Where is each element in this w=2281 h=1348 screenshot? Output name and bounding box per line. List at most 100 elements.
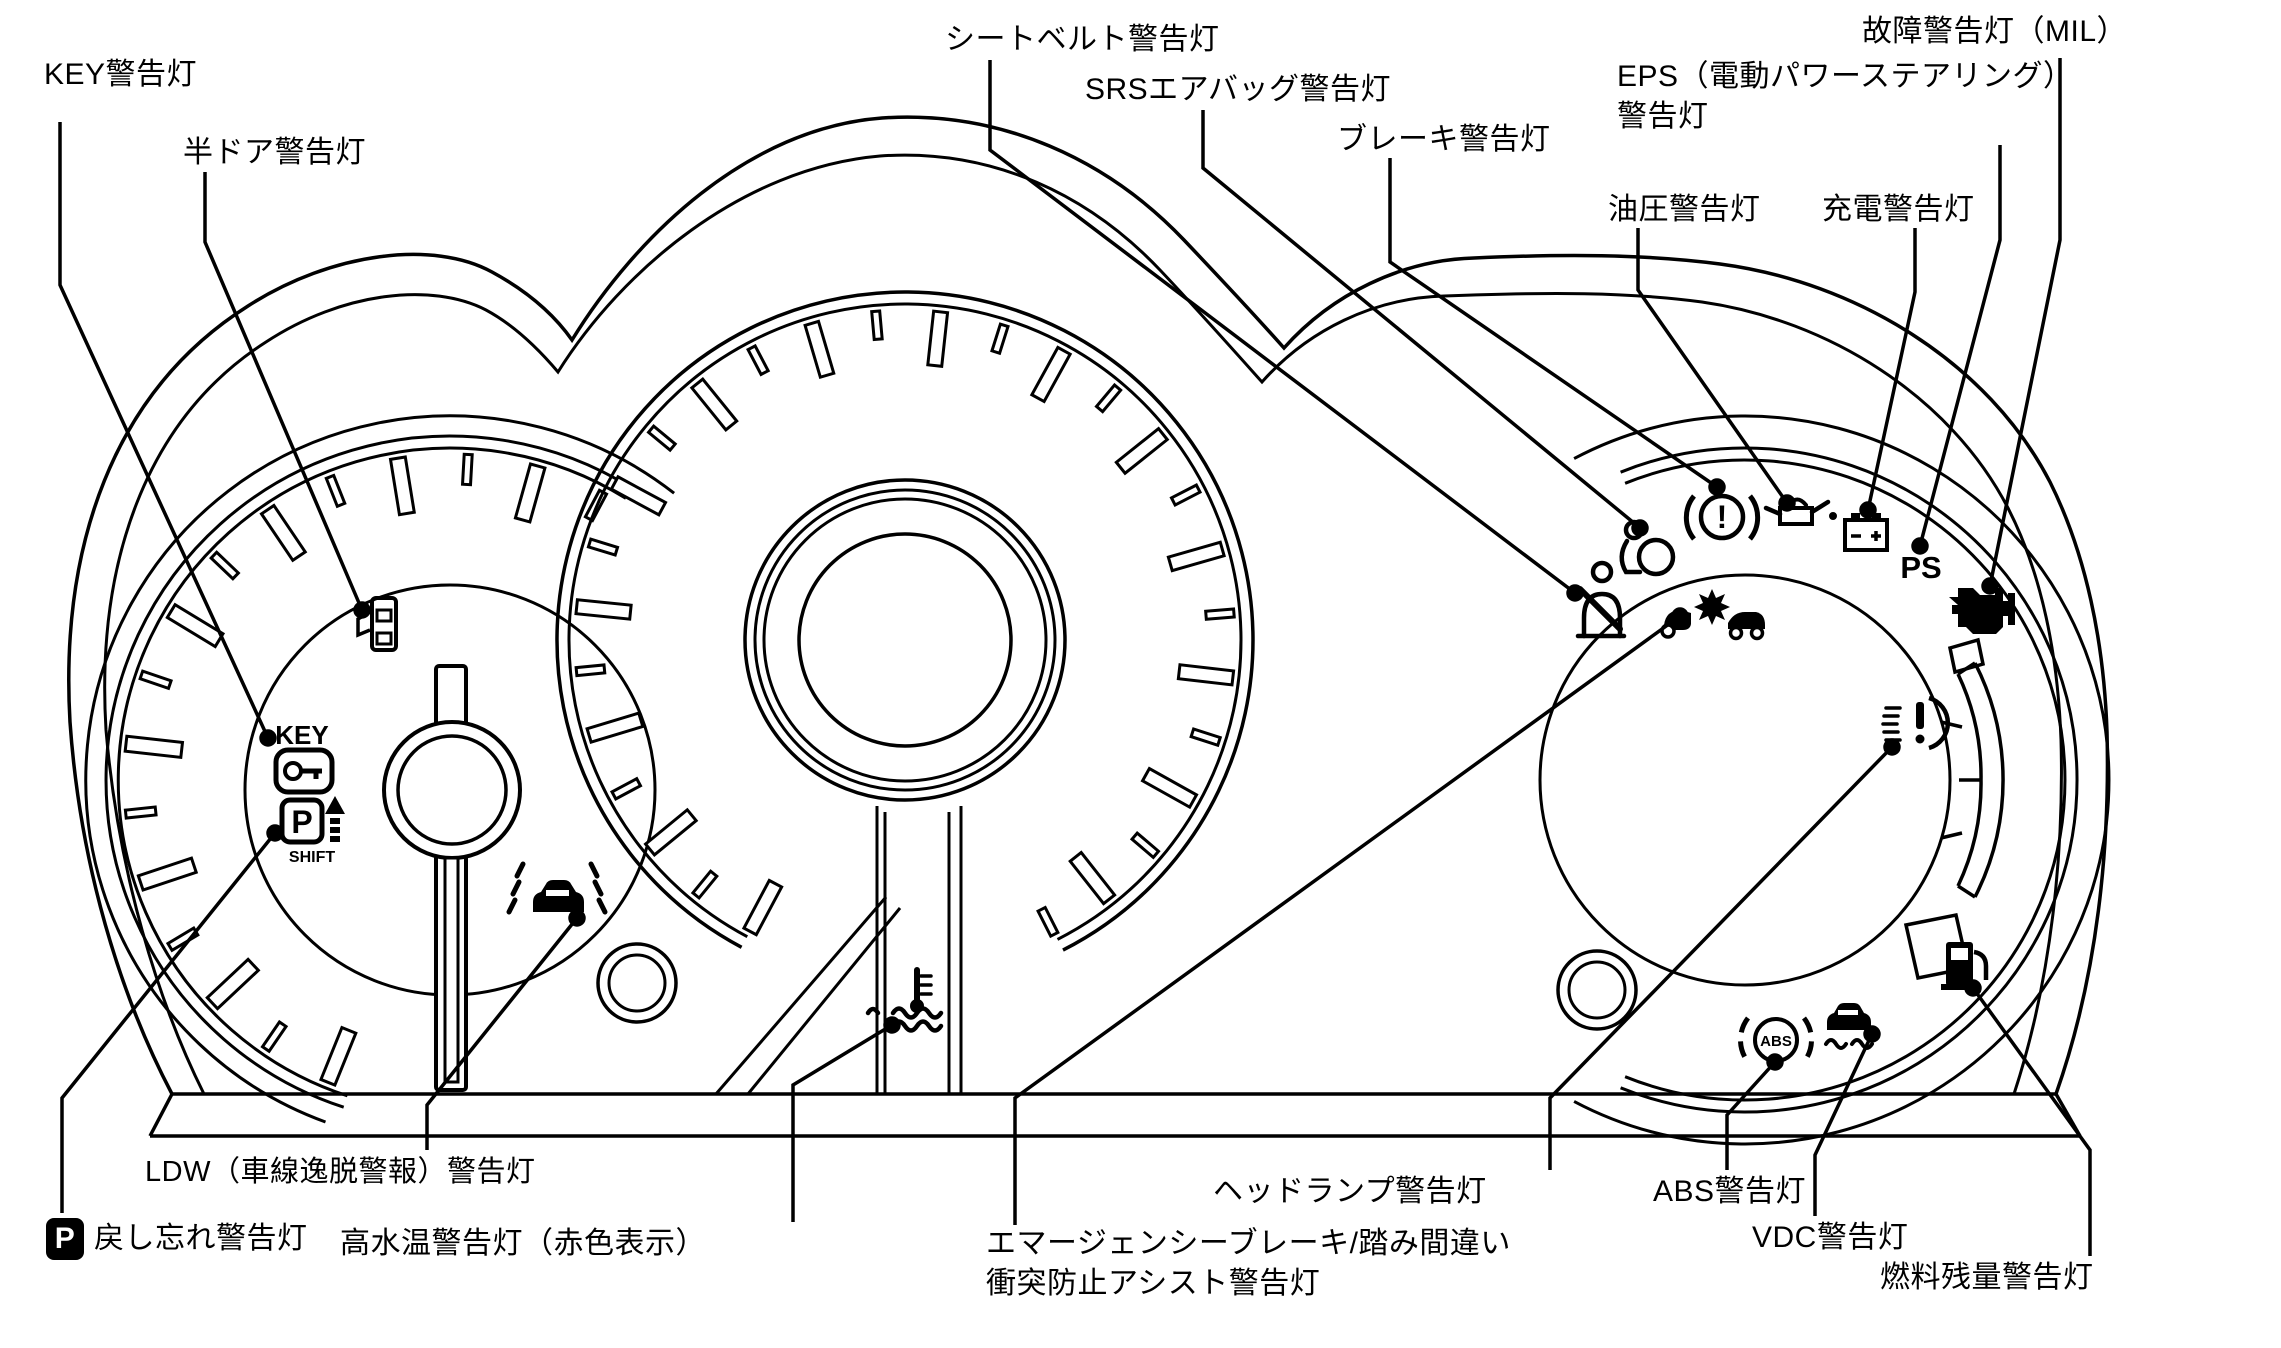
brake-warning-icon: ! bbox=[1683, 493, 1761, 541]
right-dial-circle bbox=[1538, 573, 1952, 987]
gauge-tick bbox=[260, 1019, 289, 1054]
gauge-arc bbox=[1620, 446, 2079, 1114]
fuel-scale bbox=[1903, 637, 2005, 981]
label-emergency-line1: エマージェンシーブレーキ/踏み間違い bbox=[986, 1227, 1511, 1260]
leader-emergency-dot bbox=[1671, 607, 1689, 625]
seat-belt-icon bbox=[1575, 560, 1627, 639]
cowl-diagonal-2 bbox=[714, 896, 888, 1095]
label-p-return-text: 戻し忘れ警告灯 bbox=[94, 1222, 308, 1255]
leader-eps-dot bbox=[1911, 537, 1929, 555]
cowl-diagonal-1 bbox=[746, 907, 902, 1095]
leader-headlamp-dot bbox=[1883, 738, 1901, 756]
abs-icon-label: ABS bbox=[1760, 1033, 1792, 1050]
gauge-tick bbox=[646, 424, 678, 453]
label-abs: ABS警告灯 bbox=[1653, 1175, 1807, 1208]
gauge-tick bbox=[1114, 426, 1170, 476]
high-temp-icon bbox=[865, 967, 944, 1033]
leader-fuel bbox=[1971, 986, 2092, 1256]
leader-seat-belt bbox=[988, 60, 1577, 595]
gauge-tick bbox=[585, 711, 645, 744]
leader-charge-dot bbox=[1859, 501, 1877, 519]
label-vdc: VDC警告灯 bbox=[1752, 1221, 1909, 1254]
left-needle-hub-inner bbox=[396, 734, 508, 846]
oil-pressure-icon bbox=[1763, 497, 1837, 526]
gauge-tick bbox=[574, 598, 633, 621]
label-oil-pressure: 油圧警告灯 bbox=[1608, 193, 1761, 226]
label-headlamp: ヘッドランプ警告灯 bbox=[1213, 1175, 1487, 1208]
label-key-warning: KEY警告灯 bbox=[44, 58, 198, 91]
headlamp-warning-icon bbox=[1881, 695, 1951, 751]
left-gauge-ring bbox=[84, 414, 676, 1124]
gauge-tick bbox=[609, 474, 668, 517]
leader-brake bbox=[1388, 158, 1718, 489]
gauge-tick bbox=[324, 473, 347, 509]
gauge-tick bbox=[990, 322, 1010, 356]
leader-brake-dot bbox=[1708, 478, 1726, 496]
label-seat-belt: シートベルト警告灯 bbox=[945, 23, 1220, 56]
leader-p-return bbox=[60, 831, 277, 1213]
leader-abs bbox=[1725, 1060, 1777, 1170]
brake-exclamation: ! bbox=[1717, 499, 1728, 535]
ldw-icon bbox=[506, 861, 608, 915]
leader-ldw-dot bbox=[568, 909, 586, 927]
right-knob bbox=[1556, 949, 1638, 1031]
gauge-tick bbox=[1189, 727, 1223, 748]
gauge-tick bbox=[205, 957, 261, 1011]
gauge-arc bbox=[1573, 414, 2111, 1146]
cluster-shell bbox=[67, 115, 2110, 1138]
speedo-ring bbox=[555, 290, 1255, 952]
gauge-tick bbox=[926, 309, 950, 368]
leader-oil-dot bbox=[1778, 494, 1796, 512]
gauge-arc bbox=[84, 414, 676, 1124]
left-needle-lower bbox=[443, 856, 460, 1084]
label-brake: ブレーキ警告灯 bbox=[1337, 123, 1551, 156]
label-emergency-line2: 衝突防止アシスト警告灯 bbox=[986, 1267, 1321, 1300]
gauge-tick bbox=[1129, 830, 1161, 860]
gauge-tick bbox=[1166, 540, 1226, 573]
shell-bottom-band-left-edge bbox=[148, 1093, 174, 1137]
leader-fuel-dot bbox=[1964, 979, 1982, 997]
label-eps-line2: 警告灯 bbox=[1617, 100, 1709, 133]
p-shift-p-label: P bbox=[291, 804, 312, 840]
gauge-tick bbox=[1029, 345, 1073, 404]
leader-p-return-dot bbox=[266, 824, 284, 842]
gauge-tick bbox=[746, 343, 771, 377]
label-ldw: LDW（車線逸脱警報）警告灯 bbox=[145, 1156, 536, 1188]
fuel-pump-icon bbox=[1941, 942, 1989, 990]
right-gauge: ! PS bbox=[1538, 414, 2111, 1146]
gauge-tick bbox=[1169, 483, 1203, 508]
gauge-arc bbox=[567, 302, 1243, 941]
gauge-tick bbox=[123, 805, 158, 820]
label-p-return: P 戻し忘れ警告灯 bbox=[46, 1218, 308, 1260]
gauge-tick bbox=[870, 309, 884, 342]
p-badge-icon: P bbox=[46, 1218, 84, 1260]
leader-mil bbox=[1988, 58, 2062, 587]
speedo-hub-ring-1 bbox=[743, 478, 1067, 802]
gauge-tick bbox=[689, 376, 739, 432]
engine-mil-icon bbox=[1949, 588, 2015, 634]
gauge-tick bbox=[123, 734, 185, 760]
leader-key bbox=[58, 122, 270, 739]
leader-abs-dot bbox=[1766, 1053, 1784, 1071]
gauge-tick bbox=[803, 319, 836, 380]
vdc-icon bbox=[1824, 1003, 1874, 1050]
leader-ldw bbox=[425, 916, 579, 1150]
leader-high-temp bbox=[791, 1023, 893, 1222]
leader-vdc bbox=[1813, 1033, 1874, 1216]
speedo-hub-ring-3 bbox=[762, 497, 1048, 783]
label-srs-airbag: SRSエアバッグ警告灯 bbox=[1085, 73, 1391, 106]
label-emergency: エマージェンシーブレーキ/踏み間違い 衝突防止アシスト警告灯 bbox=[986, 1224, 1511, 1304]
gauge-arc bbox=[1624, 458, 2067, 1102]
p-shift-shift-label: SHIFT bbox=[289, 849, 335, 866]
shell-inner-contour bbox=[103, 153, 2063, 1095]
speedo-hub-ring-4 bbox=[797, 532, 1013, 748]
shell-outer-contour bbox=[67, 115, 2110, 1095]
leader-eps bbox=[1918, 145, 2002, 547]
gauge-tick bbox=[1036, 905, 1060, 939]
leader-srs bbox=[1201, 110, 1642, 530]
gauge-tick bbox=[513, 462, 547, 524]
leader-lines bbox=[58, 58, 2092, 1256]
leader-high-temp-dot bbox=[883, 1016, 901, 1034]
